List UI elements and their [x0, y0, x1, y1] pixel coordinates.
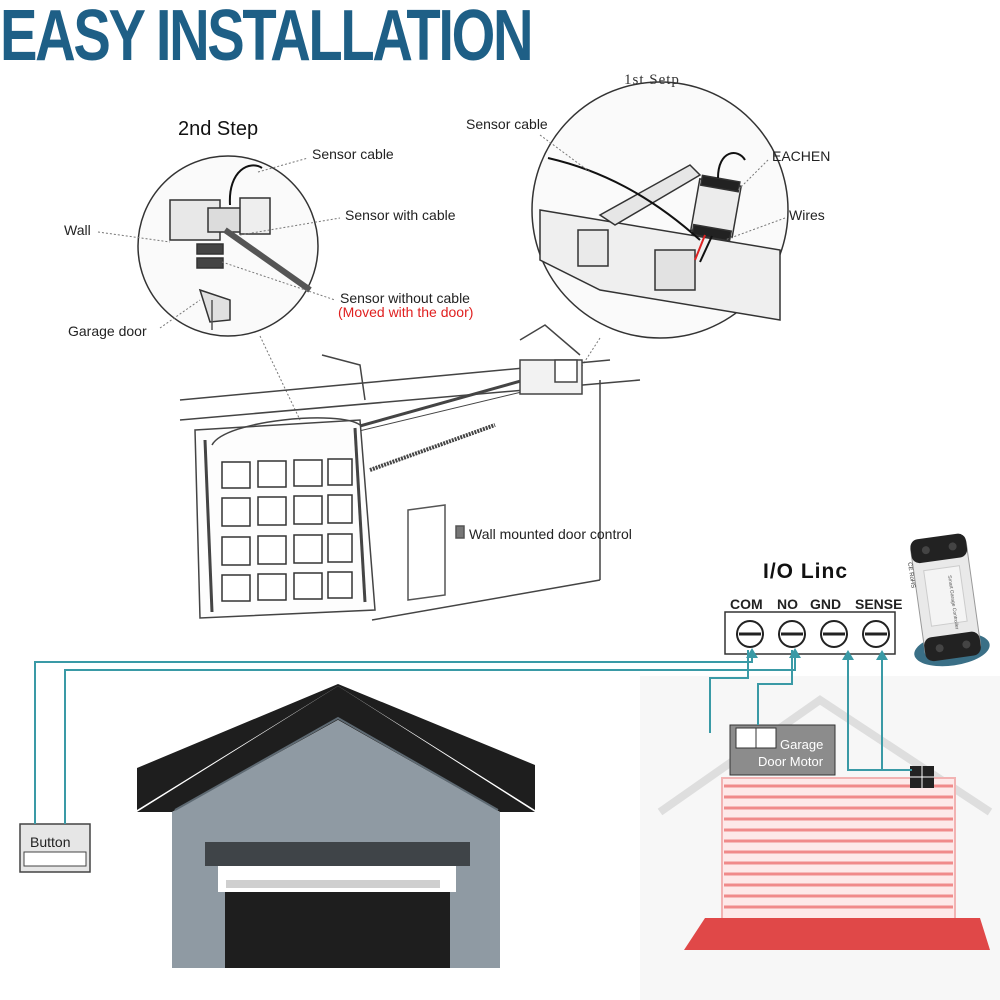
wiring-arrows [746, 648, 888, 660]
step2-leaders [97, 157, 341, 421]
terminal-no-label: NO [777, 596, 798, 612]
io-linc-terminal-block [724, 611, 896, 655]
terminal-com-label: COM [730, 596, 763, 612]
step2-garage-door-label: Garage door [68, 323, 147, 339]
step2-sensor-without-cable-label: Sensor without cable [340, 290, 470, 306]
step1-detail-circle [531, 81, 789, 339]
button-box [19, 823, 91, 873]
motor-label-line2: Door Motor [758, 754, 824, 769]
button-label: Button [30, 834, 71, 850]
step2-detail-circle [137, 155, 319, 337]
step1-device-label: EACHEN [772, 148, 831, 164]
step2-sensor-cable-label: Sensor cable [312, 146, 394, 162]
step2-moved-note: (Moved with the door) [338, 304, 474, 320]
step2-wall-label: Wall [64, 222, 91, 238]
wiring [34, 650, 912, 824]
io-linc-title: I/O Linc [763, 560, 849, 583]
step1-wires-label: Wires [789, 207, 825, 223]
motor-label-line1: Garage [780, 737, 824, 752]
garage-door-motor-box [729, 724, 836, 776]
step1-sensor-cable-label: Sensor cable [466, 116, 548, 132]
terminal-gnd-label: GND [810, 596, 842, 612]
side-doorway [407, 504, 465, 601]
terminal-sense-label: SENSE [855, 596, 903, 612]
step2-sensor-with-cable-label: Sensor with cable [345, 207, 456, 223]
io-linc-device [910, 533, 990, 667]
step1-heading: 1st Setp [624, 72, 680, 88]
wall-control-label: Wall mounted door control [469, 526, 632, 542]
step2-heading: 2nd Step [178, 118, 259, 140]
garage-door-panels [221, 458, 353, 602]
house-illustration [137, 684, 535, 968]
page-title: EASY INSTALLATION [0, 0, 534, 76]
